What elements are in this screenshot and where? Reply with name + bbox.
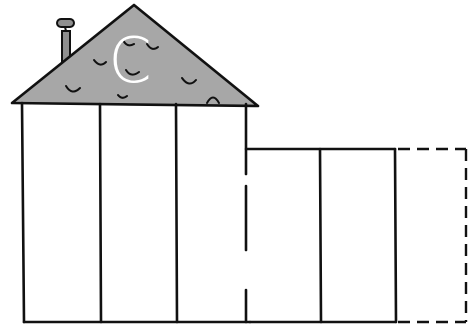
figure-label: C bbox=[108, 24, 151, 97]
main-house bbox=[22, 103, 250, 322]
extension bbox=[246, 149, 396, 322]
extension-dashed-section bbox=[398, 149, 466, 322]
